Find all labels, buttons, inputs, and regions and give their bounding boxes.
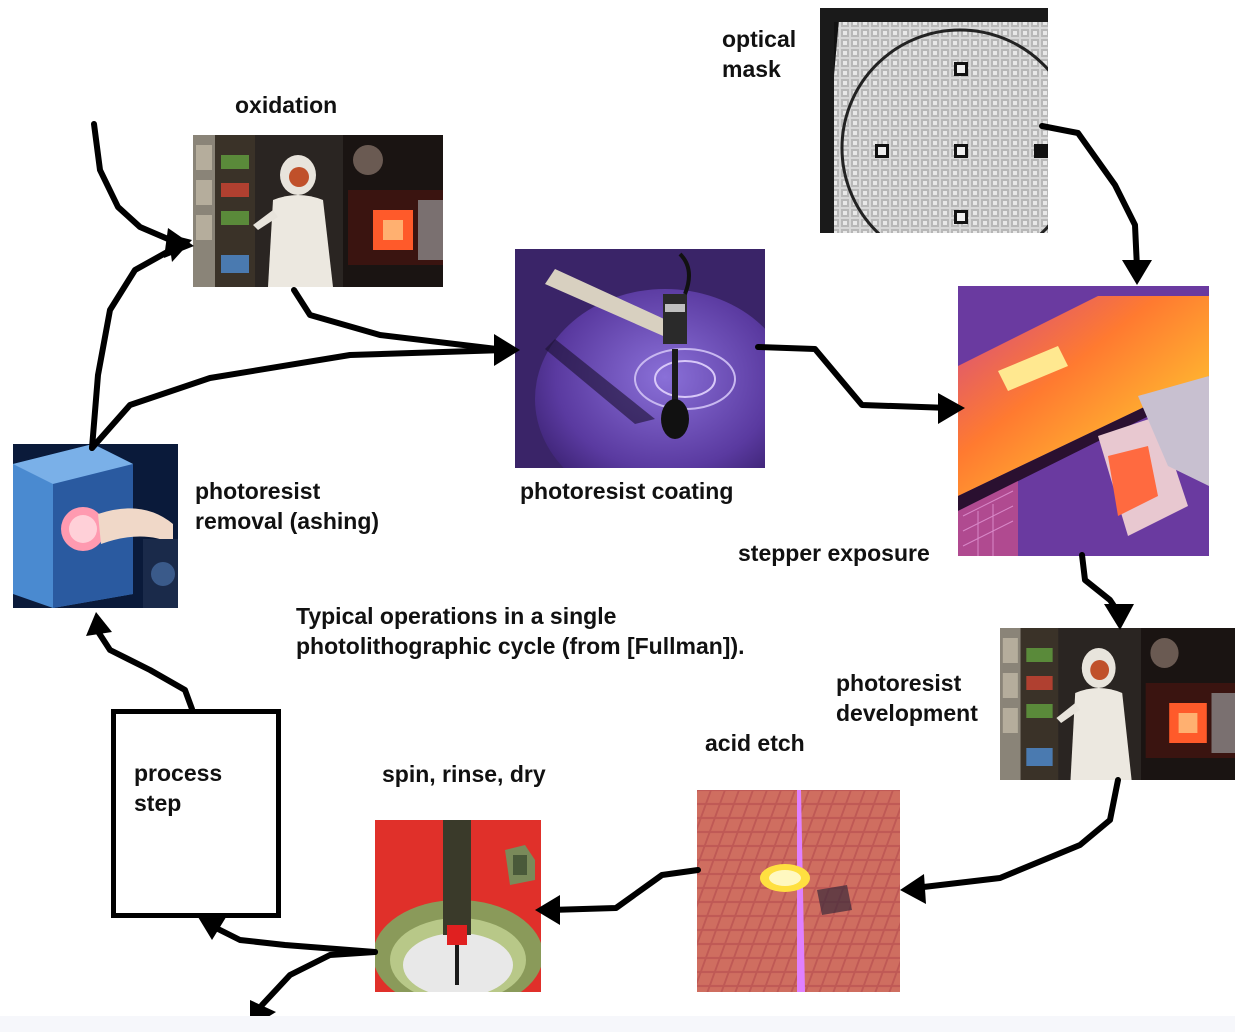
process-step-box	[111, 709, 281, 918]
arrow-spin-to-process	[207, 922, 378, 955]
arrowhead-to-process	[198, 914, 228, 940]
arrow-ashing-to-oxidation	[89, 243, 181, 451]
arrowhead-to-development	[1104, 604, 1134, 630]
acid-etch-photo	[697, 790, 900, 992]
oxidation-photo	[193, 135, 443, 287]
photoresist-development-photo	[1000, 628, 1235, 780]
arrow-coating-to-stepper	[755, 344, 953, 411]
arrow-mask-to-stepper	[1039, 123, 1140, 271]
photoresist-removal-label: photoresist removal (ashing)	[195, 478, 380, 534]
process-step-label: process step	[134, 760, 223, 816]
arrowhead-ashing-oxidation	[168, 234, 192, 262]
spin-rinse-dry-label: spin, rinse, dry	[382, 761, 546, 787]
arrow-process-to-ashing	[94, 627, 195, 712]
arrow-oxidation-to-coating	[291, 287, 508, 353]
arrow-stepper-to-development	[1079, 552, 1121, 615]
arrow-etch-to-spin	[547, 867, 701, 913]
spin-rinse-dry-photo	[375, 820, 541, 992]
arrowhead-to-spin	[535, 895, 560, 925]
arrowhead-mask-stepper	[1122, 260, 1152, 285]
stepper-exposure-photo	[958, 286, 1209, 556]
acid-etch-label: acid etch	[705, 730, 805, 756]
arrowhead-to-etch	[900, 874, 926, 904]
arrow-ashing-to-coating	[89, 347, 508, 451]
photoresist-coating-photo	[515, 249, 765, 468]
arrow-input-to-oxidation	[91, 121, 178, 245]
diagram-caption: Typical operations in a single photolith…	[296, 603, 745, 659]
arrowhead-to-ashing	[86, 612, 112, 636]
optical-mask-photo	[820, 8, 1048, 233]
oxidation-label: oxidation	[235, 92, 338, 118]
optical-mask-label: optical mask	[722, 26, 797, 82]
bottom-strip	[0, 1016, 1235, 1032]
arrowhead-to-stepper	[938, 393, 965, 424]
photoresist-removal-photo	[13, 444, 178, 608]
arrowhead-to-coating	[494, 334, 520, 366]
stepper-exposure-label: stepper exposure	[738, 540, 930, 566]
photoresist-coating-label: photoresist coating	[520, 478, 734, 504]
arrow-development-to-etch	[912, 777, 1121, 891]
arrow-spin-to-output	[259, 949, 378, 1008]
photoresist-development-label: photoresist development	[836, 670, 978, 726]
